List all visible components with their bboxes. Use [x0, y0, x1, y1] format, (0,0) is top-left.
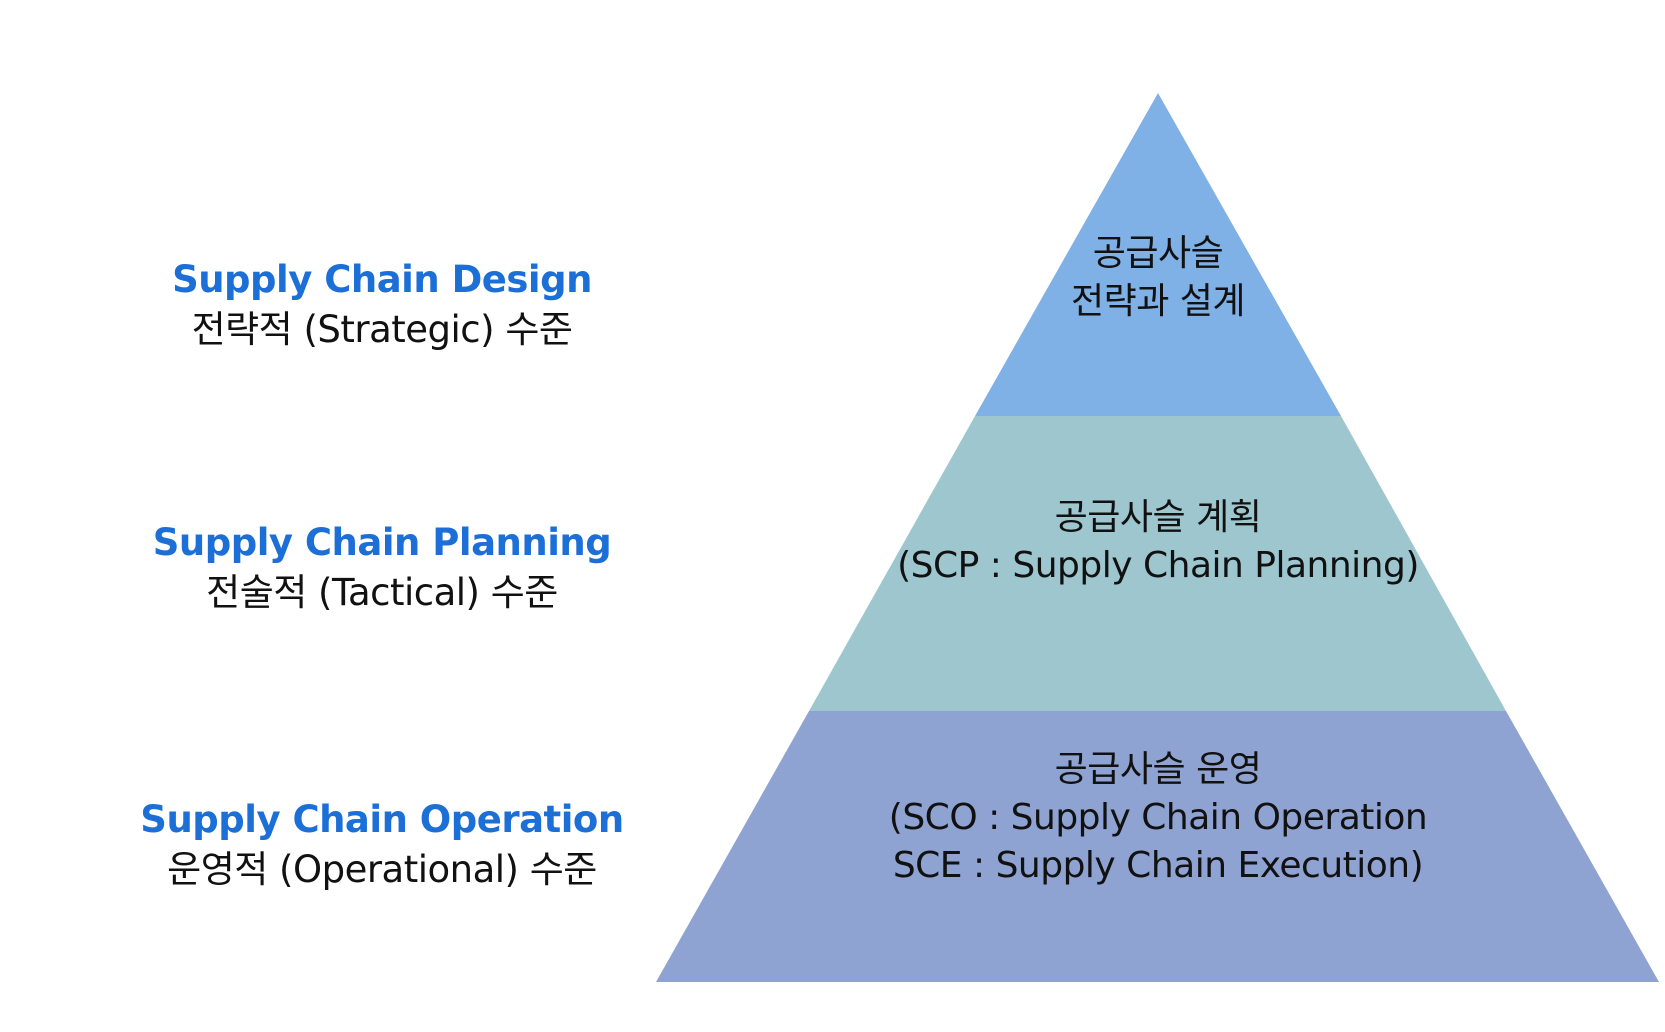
level-title: Supply Chain Design [172, 258, 592, 301]
tier-line: (SCO : Supply Chain Operation [888, 797, 1428, 838]
tier-line: 전략과 설계 [1070, 281, 1246, 322]
tier-line: SCE : Supply Chain Execution) [892, 845, 1424, 886]
tier-line: 공급사슬 계획 [1054, 497, 1262, 538]
pyramid-tier-operation [656, 711, 1659, 982]
level-title: Supply Chain Operation [140, 798, 624, 841]
tier-label-operation: 공급사슬 운영 (SCO : Supply Chain Operation SC… [858, 746, 1458, 890]
tier-line: 공급사슬 [1092, 233, 1224, 274]
tier-line: 공급사슬 운영 [1054, 749, 1262, 790]
level-design: Supply Chain Design 전략적 (Strategic) 수준 [132, 255, 632, 355]
pyramid-tier-strategy [975, 93, 1341, 416]
level-planning: Supply Chain Planning 전술적 (Tactical) 수준 [132, 518, 632, 618]
level-subtitle: 운영적 (Operational) 수준 [167, 848, 597, 891]
level-operation: Supply Chain Operation 운영적 (Operational)… [132, 795, 632, 895]
tier-line: (SCP : Supply Chain Planning) [897, 545, 1419, 586]
level-subtitle: 전술적 (Tactical) 수준 [206, 571, 558, 614]
tier-label-strategy: 공급사슬 전략과 설계 [858, 230, 1458, 326]
pyramid-tier-planning [809, 416, 1506, 711]
tier-label-planning: 공급사슬 계획 (SCP : Supply Chain Planning) [858, 494, 1458, 590]
level-subtitle: 전략적 (Strategic) 수준 [191, 308, 573, 351]
level-title: Supply Chain Planning [152, 521, 612, 564]
